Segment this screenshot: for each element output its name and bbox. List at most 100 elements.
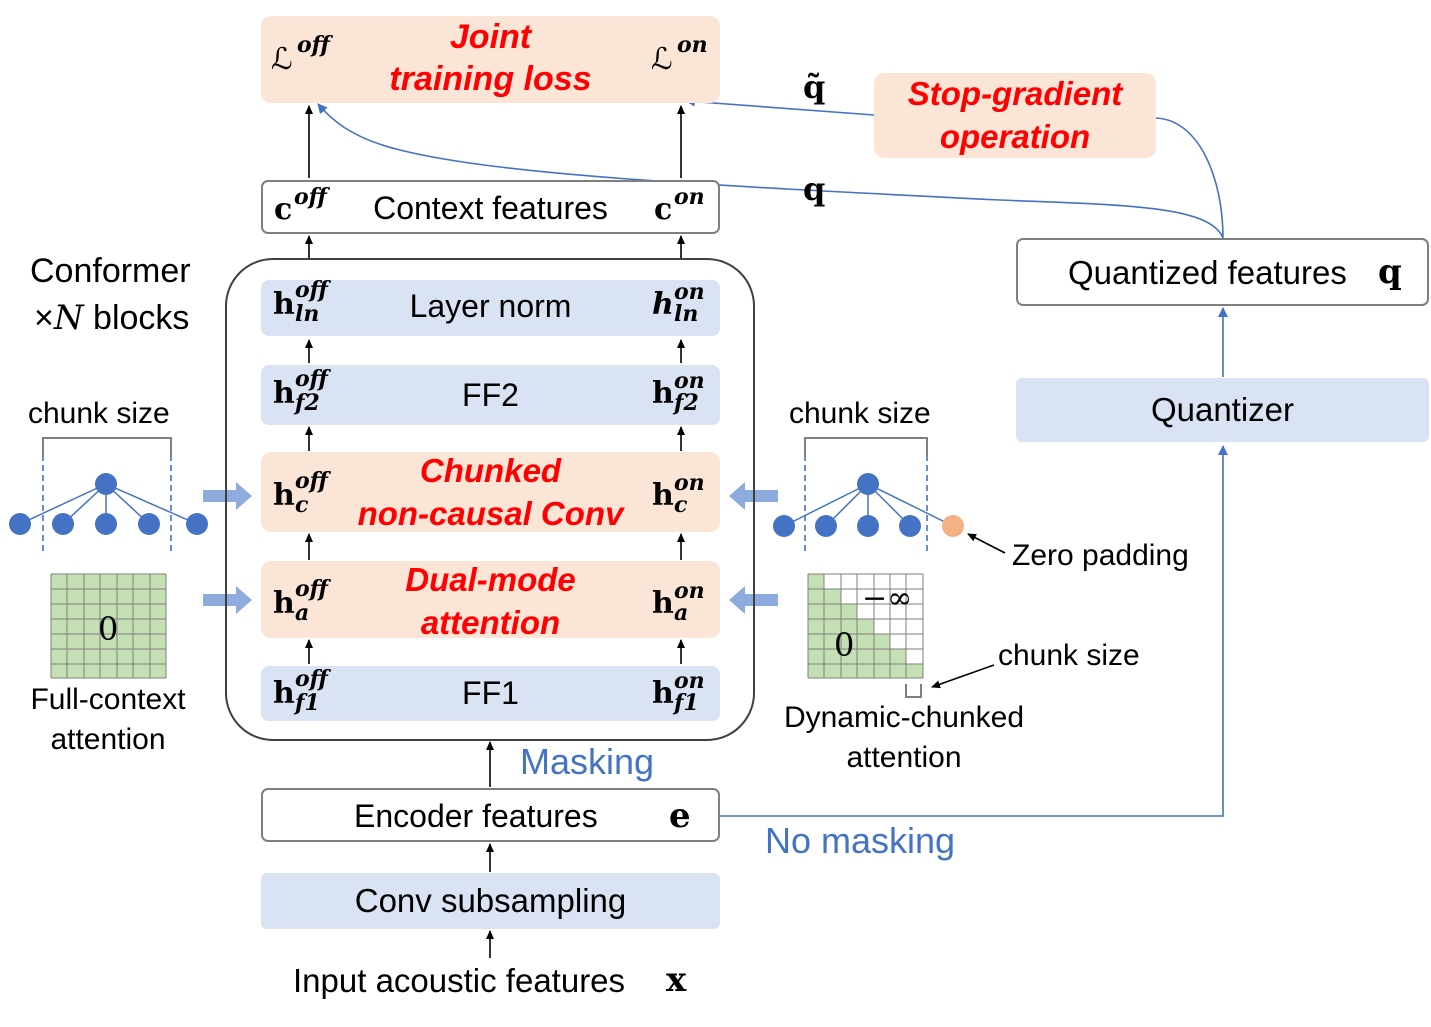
h-f2-on-sup: on: [674, 368, 705, 394]
q-label: q: [803, 170, 826, 208]
h-a-on-sup: on: [674, 578, 705, 604]
quantizer-box: Quantizer: [1016, 378, 1429, 442]
quantized-features-symbol: q: [1378, 252, 1402, 292]
h-c-on-base: h: [652, 478, 674, 513]
input-features-label: Input acoustic features: [293, 962, 626, 999]
h-c-off-base: h: [273, 478, 295, 513]
h-a-off-symbol: h off a: [273, 576, 328, 626]
loss-off-sup: off: [297, 32, 330, 58]
dynamic-chunked-grid: [807, 573, 995, 698]
conformer-block-container: [225, 258, 755, 741]
blocks-text: blocks: [83, 299, 190, 337]
h-a-on-symbol: h on a: [652, 578, 705, 626]
h-f2-off-symbol: h off f2: [273, 366, 328, 416]
h-ln-off-base: h: [273, 287, 295, 322]
times-sign: ×: [34, 299, 54, 337]
conformer-title-line2: ×N blocks: [34, 298, 189, 338]
attention-line1: Dual-mode: [405, 561, 576, 598]
h-f2-off-base: h: [273, 376, 295, 411]
h-c-on-sub: c: [674, 492, 688, 518]
h-ln-off-sub: ln: [295, 301, 320, 327]
input-features-symbol: x: [666, 960, 687, 1000]
ff1-box: FF1: [261, 666, 720, 721]
right-chunk-tree: [773, 437, 1006, 555]
layer-norm-box: Layer norm: [261, 280, 720, 336]
dynamic-grid-zero: 0: [834, 626, 855, 664]
loss-on-symbol: ℒ on: [651, 32, 708, 77]
n-symbol: N: [53, 298, 84, 338]
dynamic-chunked-caption-line2: attention: [846, 741, 962, 774]
zero-padding-node: [942, 515, 964, 537]
h-ln-on-sup: on: [674, 279, 705, 305]
h-f1-off-base: h: [273, 676, 295, 711]
layer-norm-label: Layer norm: [409, 288, 572, 324]
layer-arrows: [305, 105, 685, 958]
attention-line2: attention: [420, 604, 561, 641]
h-ln-on-symbol: h on ln: [652, 279, 705, 327]
h-f2-on-base: h: [652, 376, 674, 411]
h-a-on-base: h: [652, 586, 674, 621]
full-context-grid: [50, 573, 167, 679]
joint-loss-box: Joint training loss: [261, 16, 720, 103]
conv-line1: Chunked: [419, 452, 562, 489]
conv-line2: non-causal Conv: [357, 495, 624, 532]
h-a-off-base: h: [273, 586, 295, 621]
stop-gradient-box: Stop-gradient operation: [874, 73, 1156, 158]
h-f2-off-sub: f2: [295, 390, 320, 416]
loss-on-sup: on: [677, 32, 708, 58]
full-context-grid-value: 0: [98, 610, 119, 648]
context-features-label: Context features: [373, 190, 608, 226]
masking-label: Masking: [520, 741, 655, 782]
encoder-features-symbol: e: [669, 796, 691, 836]
left-chunk-size-label: chunk size: [28, 397, 170, 430]
ff2-label: FF2: [462, 377, 519, 413]
h-f1-on-sup: on: [674, 668, 705, 694]
loss-off-symbol: ℒ off: [271, 32, 330, 77]
h-f2-on-sub: f2: [674, 390, 699, 416]
conv-subsampling-box: Conv subsampling: [261, 873, 720, 929]
h-f1-off-sub: f1: [295, 690, 320, 716]
c-off-base: c: [274, 192, 293, 227]
h-f1-on-symbol: h on f1: [652, 668, 705, 716]
h-c-off-symbol: h off c: [273, 468, 328, 518]
dynamic-chunked-caption-line1: Dynamic-chunked: [783, 701, 1025, 734]
h-a-on-sub: a: [674, 600, 689, 626]
neg-inf-label: −∞: [862, 581, 913, 616]
h-a-off-sup: off: [295, 576, 328, 602]
h-f1-on-sub: f1: [674, 690, 699, 716]
quantized-features-box: Quantized features q: [1016, 238, 1429, 306]
c-on-symbol: c on: [654, 184, 705, 227]
h-c-off-sup: off: [295, 468, 328, 494]
chunked-conv-box: Chunked non-causal Conv: [261, 452, 720, 532]
h-ln-on-sub: ln: [674, 301, 699, 327]
right-chunk-size-label: chunk size: [789, 397, 931, 430]
dual-mode-attention-box: Dual-mode attention: [261, 561, 720, 641]
conv-subsampling-label: Conv subsampling: [354, 882, 627, 919]
loss-off-base: ℒ: [271, 42, 293, 77]
c-off-sup: off: [294, 184, 327, 210]
h-c-on-sup: on: [674, 470, 705, 496]
h-f2-off-sup: off: [295, 366, 328, 392]
c-on-sup: on: [674, 184, 705, 210]
q-tilde-label: q̃: [803, 68, 826, 106]
h-c-on-symbol: h on c: [652, 470, 705, 518]
loss-on-base: ℒ: [651, 42, 673, 77]
h-ln-off-sup: off: [295, 277, 328, 303]
h-f2-on-symbol: h on f2: [652, 368, 705, 416]
h-f1-on-base: h: [652, 676, 674, 711]
ff1-label: FF1: [462, 675, 519, 711]
encoder-features-box: Encoder features e: [261, 788, 720, 842]
no-masking-label: No masking: [765, 820, 956, 861]
c-on-base: c: [654, 192, 673, 227]
loss-title-line1: Joint: [449, 18, 532, 56]
stop-gradient-line2: operation: [939, 118, 1091, 155]
ff2-box: FF2: [261, 365, 720, 425]
h-a-off-sub: a: [295, 600, 310, 626]
full-context-caption-line2: attention: [50, 723, 166, 756]
stop-gradient-line1: Stop-gradient: [907, 75, 1123, 112]
bottom-chunk-size-label: chunk size: [998, 639, 1140, 672]
h-f1-off-symbol: h off f1: [273, 666, 328, 716]
zero-padding-label: Zero padding: [1012, 539, 1189, 572]
quantized-features-label: Quantized features: [1068, 254, 1347, 291]
